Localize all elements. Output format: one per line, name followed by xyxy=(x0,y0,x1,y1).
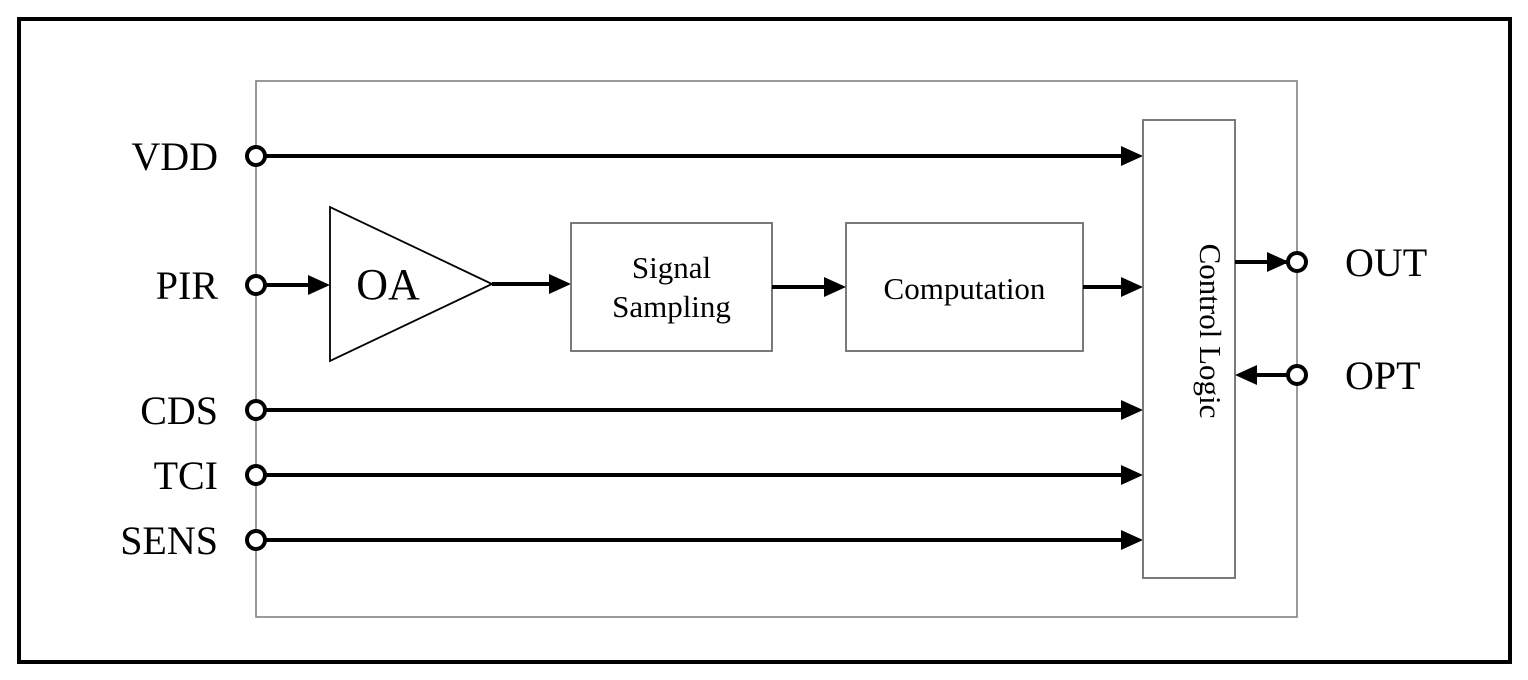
block-computation-label: Computation xyxy=(884,271,1046,306)
pin-sens-terminal[interactable] xyxy=(245,529,267,551)
pin-opt-label: OPT xyxy=(1345,353,1421,398)
block-oa[interactable] xyxy=(329,205,495,363)
arrowhead-oa-to-signal-sampling xyxy=(549,274,571,294)
pin-vdd-terminal[interactable] xyxy=(245,145,267,167)
block-control-logic[interactable] xyxy=(1142,119,1236,579)
pin-tci-terminal[interactable] xyxy=(245,464,267,486)
arrowhead-signal-sampling-to-computation xyxy=(824,277,846,297)
block-oa-label: OA xyxy=(356,260,420,309)
arrowhead-computation-to-control-logic xyxy=(1121,277,1143,297)
pin-opt-terminal[interactable] xyxy=(1286,364,1308,386)
pin-tci-label: TCI xyxy=(154,453,218,498)
arrowhead-pin-out xyxy=(1267,252,1289,272)
block-control-logic-label: Control Logic xyxy=(1193,244,1228,419)
arrowhead-pin-tci xyxy=(1121,465,1143,485)
pin-cds-terminal[interactable] xyxy=(245,399,267,421)
block-signal-sampling-label: Signal xyxy=(632,250,711,285)
arrowhead-pin-opt xyxy=(1235,365,1257,385)
arrowhead-pin-cds xyxy=(1121,400,1143,420)
pin-vdd-label: VDD xyxy=(131,134,218,179)
chip-boundary xyxy=(255,80,1298,618)
pin-sens-label: SENS xyxy=(120,518,218,563)
outer-frame xyxy=(17,17,1512,664)
arrowhead-pin-pir xyxy=(308,275,330,295)
pin-out-terminal[interactable] xyxy=(1286,251,1308,273)
block-signal-sampling[interactable] xyxy=(570,222,773,352)
pin-out-label: OUT xyxy=(1345,240,1427,285)
block-signal-sampling-label-line2: Sampling xyxy=(612,289,731,324)
arrowhead-pin-sens xyxy=(1121,530,1143,550)
arrowhead-pin-vdd xyxy=(1121,146,1143,166)
pin-pir-terminal[interactable] xyxy=(245,274,267,296)
pin-pir-label: PIR xyxy=(156,263,219,308)
pin-cds-label: CDS xyxy=(140,388,218,433)
